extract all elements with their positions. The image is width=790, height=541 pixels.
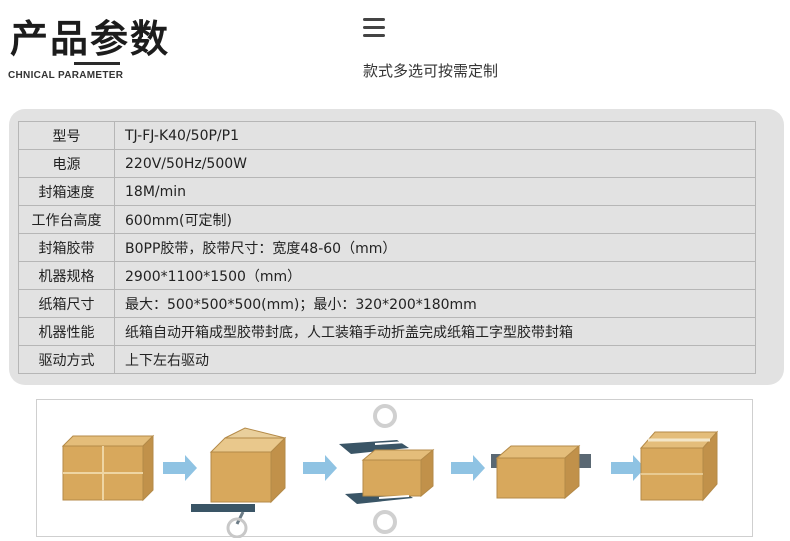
spec-key: 机器性能 (18, 317, 115, 346)
taped-box-icon (639, 430, 719, 502)
table-row: 驱动方式上下左右驱动 (18, 345, 756, 374)
spec-key: 封箱速度 (18, 177, 115, 206)
arrow-icon (451, 455, 485, 481)
arrow-icon (303, 455, 337, 481)
table-row: 纸箱尺寸最大：500*500*500(mm)；最小：320*200*180mm (18, 289, 756, 318)
menu-icon[interactable] (363, 18, 385, 42)
process-diagram (61, 404, 719, 538)
title-underline (74, 62, 120, 65)
arrow-icon (611, 455, 645, 481)
table-row: 机器性能纸箱自动开箱成型胶带封底，人工装箱手动折盖完成纸箱工字型胶带封箱 (18, 317, 756, 346)
spec-value: 18M/min (114, 177, 756, 206)
spec-key: 纸箱尺寸 (18, 289, 115, 318)
process-illustration (36, 399, 753, 538)
customization-tagline: 款式多选可按需定制 (363, 62, 499, 80)
spec-key: 机器规格 (18, 261, 115, 290)
spec-key: 驱动方式 (18, 345, 115, 374)
spec-value: 上下左右驱动 (114, 345, 756, 374)
page-title: 产品参数 (10, 17, 171, 61)
spec-key: 电源 (18, 149, 115, 178)
spec-value: 纸箱自动开箱成型胶带封底，人工装箱手动折盖完成纸箱工字型胶带封箱 (114, 317, 756, 346)
sealing-box-icon (491, 444, 591, 500)
arrow-icon (163, 455, 197, 481)
spec-value: 600mm(可定制) (114, 205, 756, 234)
flap-folding-icon (339, 404, 435, 534)
open-box-icon (191, 427, 287, 538)
page-subtitle: CHNICAL PARAMETER (8, 70, 124, 81)
closed-box-icon (61, 434, 155, 502)
spec-key: 工作台高度 (18, 205, 115, 234)
spec-key: 型号 (18, 121, 115, 150)
spec-value: 220V/50Hz/500W (114, 149, 756, 178)
spec-value: 2900*1100*1500（mm） (114, 261, 756, 290)
spec-value: 最大：500*500*500(mm)；最小：320*200*180mm (114, 289, 756, 318)
spec-value: B0PP胶带，胶带尺寸：宽度48-60（mm） (114, 233, 756, 262)
spec-key: 封箱胶带 (18, 233, 115, 262)
table-row: 工作台高度 600mm(可定制) (18, 205, 756, 234)
spec-value: TJ-FJ-K40/50P/P1 (114, 121, 756, 150)
